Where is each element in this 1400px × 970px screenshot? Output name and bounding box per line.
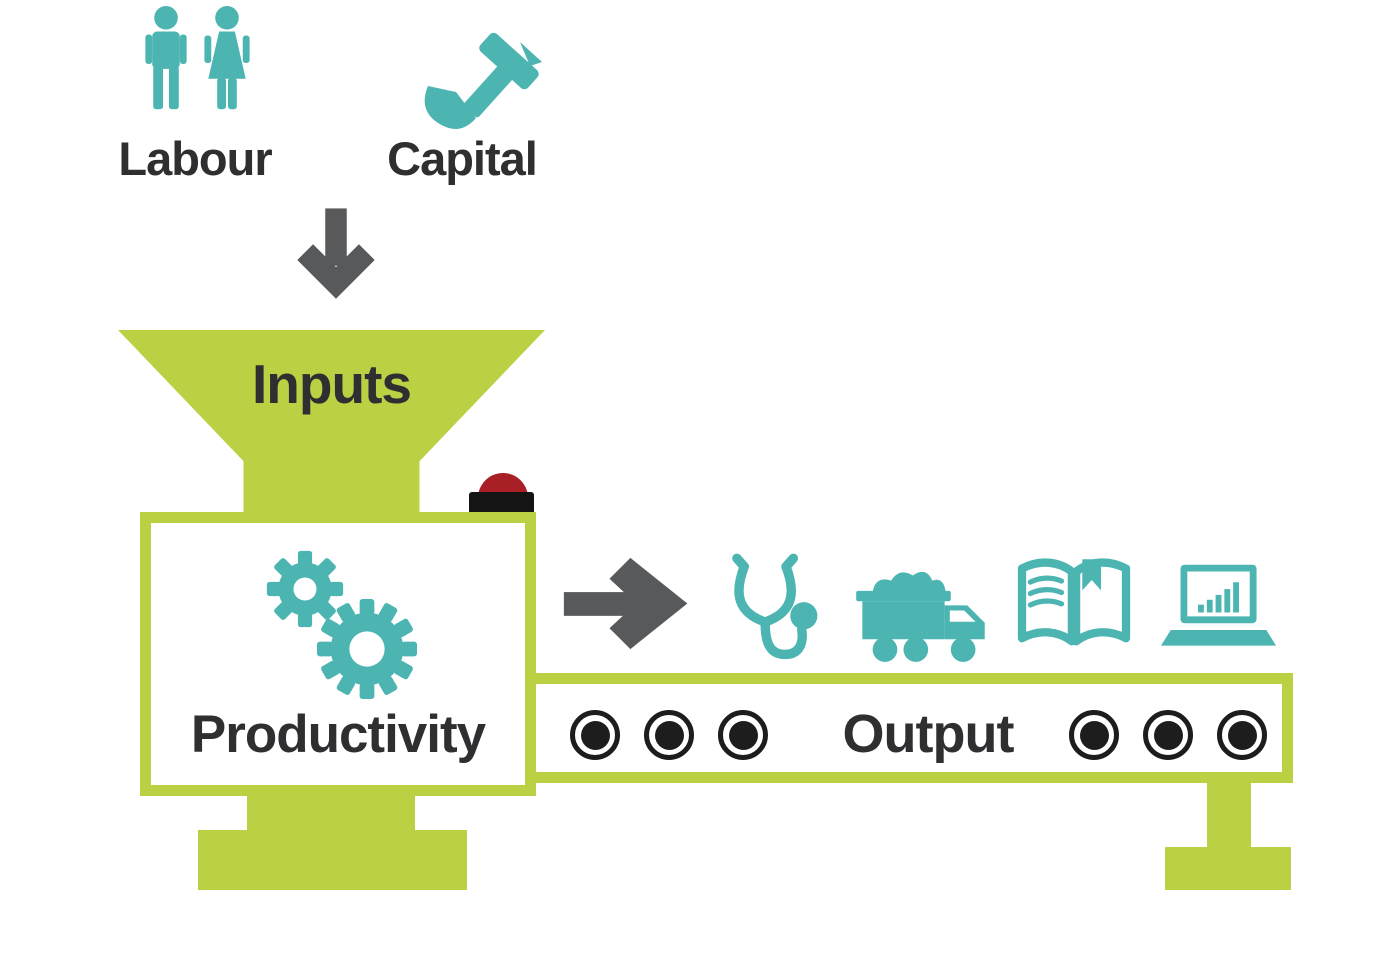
- open-book-icon: [1017, 558, 1131, 646]
- conveyor-roller: [1217, 710, 1267, 760]
- woman-icon: [204, 5, 250, 110]
- conveyor-roller: [1143, 710, 1193, 760]
- roller-group-left: [570, 710, 768, 760]
- roller-core: [1079, 720, 1109, 750]
- productivity-machine: Productivity: [140, 512, 536, 796]
- conveyor-belt: Output: [525, 673, 1293, 783]
- right-arrow-icon: [563, 557, 688, 650]
- large-gear-icon: [316, 598, 418, 700]
- stethoscope-icon: [732, 553, 818, 660]
- inputs-label: Inputs: [252, 353, 412, 415]
- labour-label: Labour: [118, 132, 272, 185]
- down-arrow-icon: [297, 208, 375, 299]
- small-gear-icon: [266, 550, 344, 628]
- output-label: Output: [842, 704, 1015, 764]
- roller-core: [580, 720, 610, 750]
- roller-core: [728, 720, 758, 750]
- belt-leg: [1207, 780, 1251, 848]
- dump-truck-icon: [856, 571, 985, 662]
- bookmark-icon: [1082, 559, 1102, 591]
- conveyor-roller: [1069, 710, 1119, 760]
- machine-pedestal: [247, 794, 415, 832]
- capital-label: Capital: [387, 132, 538, 185]
- conveyor-roller: [644, 710, 694, 760]
- productivity-label: Productivity: [190, 705, 486, 765]
- roller-core: [1153, 720, 1183, 750]
- hammer-and-trowel-icon: [424, 32, 542, 129]
- machine-pedestal-base: [198, 830, 467, 890]
- belt-leg-foot: [1165, 847, 1291, 890]
- roller-core: [654, 720, 684, 750]
- conveyor-roller: [718, 710, 768, 760]
- roller-core: [1227, 720, 1257, 750]
- roller-group-right: [1069, 710, 1267, 760]
- laptop-bar-chart-icon: [1161, 564, 1277, 646]
- red-button-base: [469, 492, 534, 514]
- man-icon: [145, 5, 187, 110]
- conveyor-roller: [570, 710, 620, 760]
